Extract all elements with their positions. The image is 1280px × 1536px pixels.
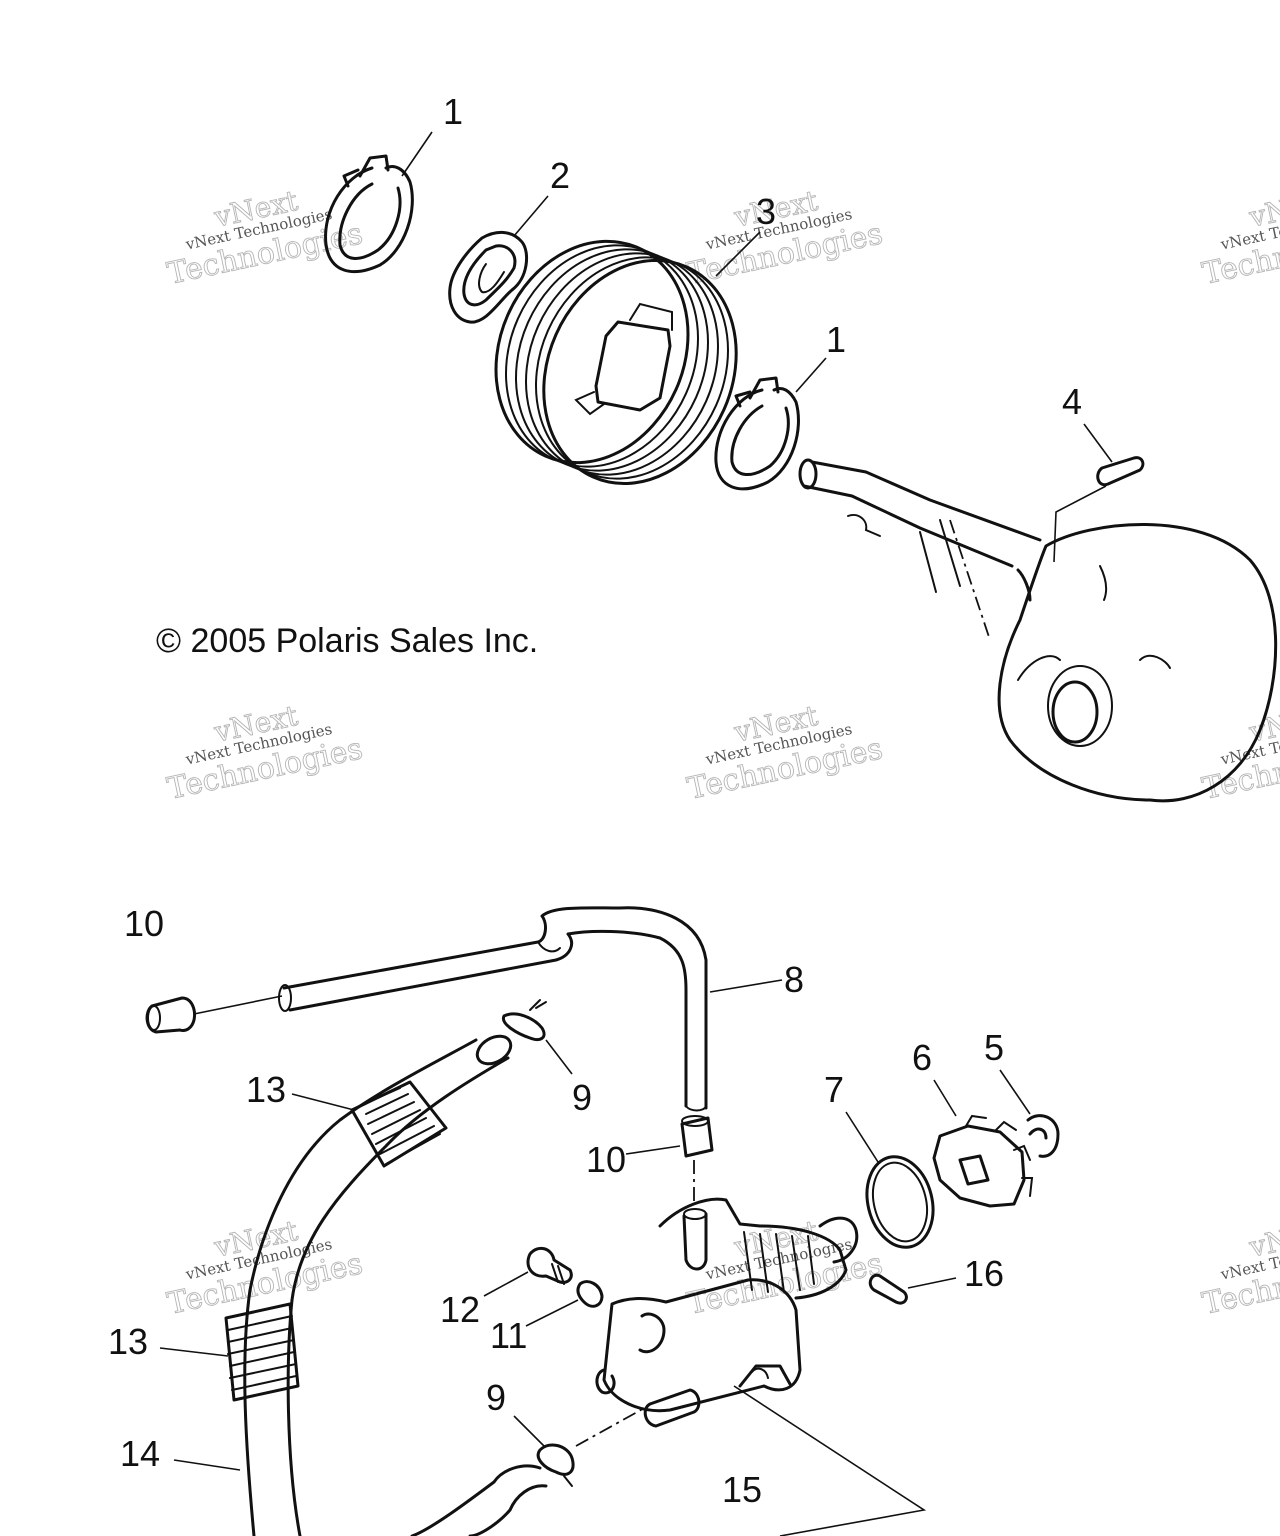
callout-label: 1 <box>443 91 463 132</box>
watermark: vNext vNext Technologies Technologies <box>164 183 366 292</box>
copyright-notice: © 2005 Polaris Sales Inc. <box>156 622 538 660</box>
callout-label: 13 <box>108 1321 148 1362</box>
watermark: vNext vNext Technologies Technologies <box>164 1213 366 1322</box>
callout-label: 12 <box>440 1289 480 1330</box>
drive-gear-part-6 <box>932 1114 1034 1208</box>
oil-pump-part-15 <box>595 1197 859 1428</box>
watermark: vNext vNext Technologies Technologies <box>1199 1213 1280 1322</box>
callout-label: 1 <box>826 319 846 360</box>
callout-label: 10 <box>586 1139 626 1180</box>
callout-label: 6 <box>912 1037 932 1078</box>
oil-seal-part-2 <box>448 231 529 324</box>
hose-clamp-part-9 <box>536 1443 575 1487</box>
watermark: vNext vNext Technologies Technologies <box>164 698 366 807</box>
callout-label: 8 <box>784 959 804 1000</box>
callout-label: 3 <box>756 191 776 232</box>
callout-label: 16 <box>964 1253 1004 1294</box>
callout-label: 5 <box>984 1027 1004 1068</box>
watermark: vNext vNext Technologies Technologies <box>1199 183 1280 292</box>
watermark: vNext vNext Technologies Technologies <box>1199 698 1280 807</box>
circlip-part-1 <box>324 154 414 274</box>
hose-clamp-part-9 <box>501 999 547 1042</box>
watermark: vNext vNext Technologies Technologies <box>684 183 886 292</box>
woodruff-key-part-4 <box>1096 456 1145 487</box>
callout-label: 13 <box>246 1069 286 1110</box>
hose-sleeve-part-13 <box>224 1302 300 1402</box>
oil-hose-part-8 <box>278 906 708 1112</box>
callout-label: 7 <box>824 1069 844 1110</box>
watermark: vNext vNext Technologies Technologies <box>684 698 886 807</box>
crankshaft <box>798 458 1278 803</box>
hose-sleeve-part-13 <box>350 1080 448 1168</box>
screw-part-12 <box>526 1246 573 1285</box>
callout-label: 14 <box>120 1433 160 1474</box>
hose-fitting-part-10 <box>680 1115 714 1158</box>
callout-label: 10 <box>124 903 164 944</box>
callout-label: 4 <box>1062 381 1082 422</box>
callout-label: 2 <box>550 155 570 196</box>
oil-hose-part-14 <box>243 1034 548 1536</box>
callout-label: 15 <box>722 1469 762 1510</box>
o-ring-part-7 <box>865 1155 935 1249</box>
washer-part-11 <box>576 1280 604 1308</box>
pulley-part-3 <box>494 239 738 486</box>
pin-part-16 <box>868 1273 908 1305</box>
hose-fitting-part-10 <box>145 996 196 1034</box>
callout-label: 9 <box>572 1077 592 1118</box>
circlip-part-1 <box>714 376 800 491</box>
callout-label: 11 <box>490 1315 527 1356</box>
callout-label: 9 <box>486 1377 506 1418</box>
e-clip-part-5 <box>1026 1114 1060 1158</box>
